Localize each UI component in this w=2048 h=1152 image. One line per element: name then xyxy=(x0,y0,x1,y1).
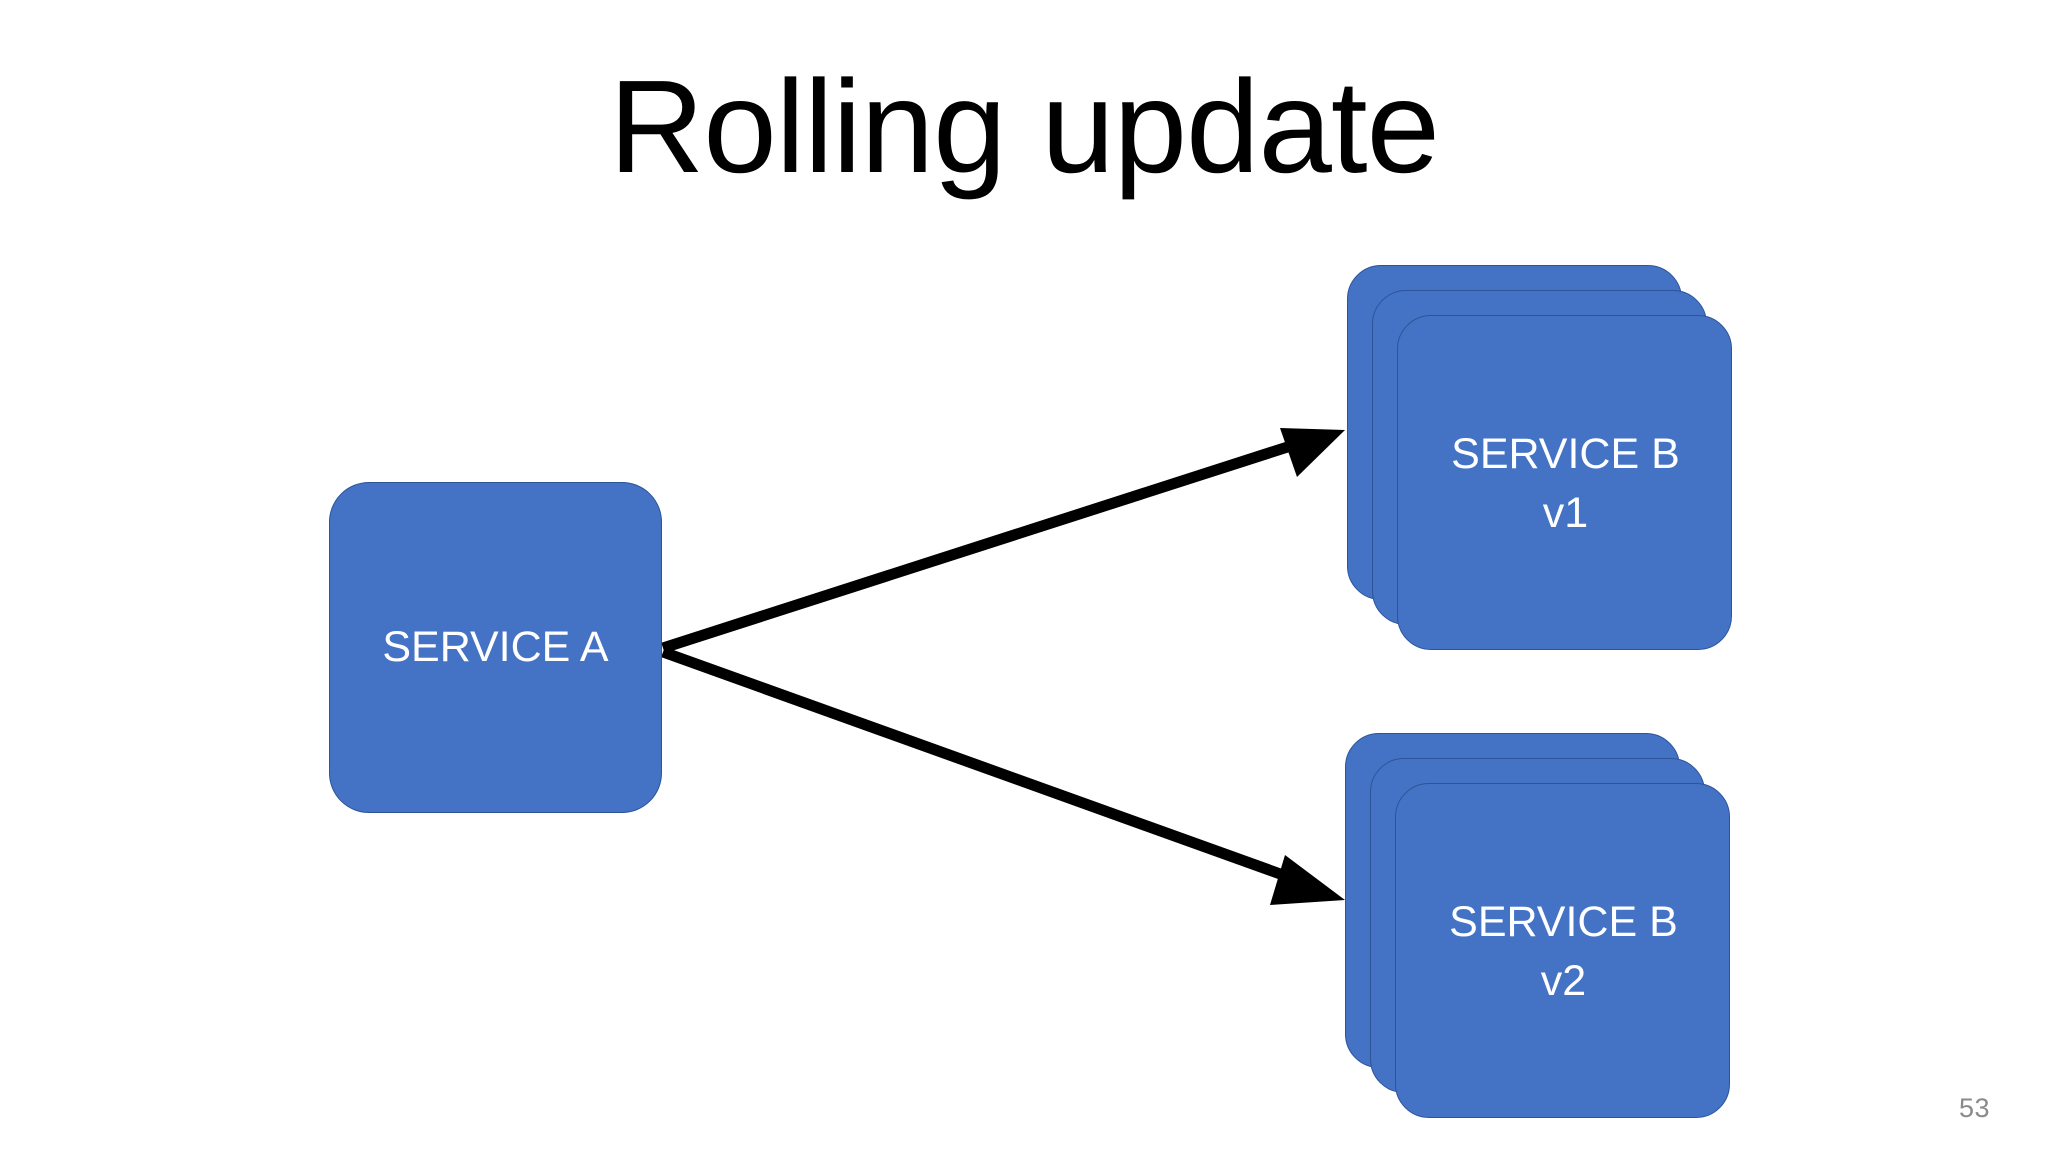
service-b-v2-replica-1[interactable]: SERVICE B v2 xyxy=(1395,783,1730,1118)
service-a-node[interactable]: SERVICE A xyxy=(329,482,662,813)
service-b-v1-label: SERVICE B v1 xyxy=(1398,316,1733,651)
service-b-v2-label: SERVICE B v2 xyxy=(1396,784,1731,1119)
service-b-v2-node[interactable]: SERVICE B v2 xyxy=(1345,733,1730,1118)
page-number: 53 xyxy=(1958,1093,1990,1123)
page-title: Rolling update xyxy=(609,53,1440,200)
service-b-v2-label-line1: SERVICE B xyxy=(1449,898,1678,947)
service-b-v1-node[interactable]: SERVICE B v1 xyxy=(1347,265,1732,650)
service-a-label-text: SERVICE A xyxy=(382,623,609,671)
service-b-v1-replica-1[interactable]: SERVICE B v1 xyxy=(1397,315,1732,650)
service-b-v2-label-line2: v2 xyxy=(1540,956,1587,1005)
service-b-v1-label-line2: v1 xyxy=(1542,488,1589,537)
service-a-label: SERVICE A xyxy=(330,483,661,812)
service-b-v1-label-line1: SERVICE B xyxy=(1451,430,1680,479)
